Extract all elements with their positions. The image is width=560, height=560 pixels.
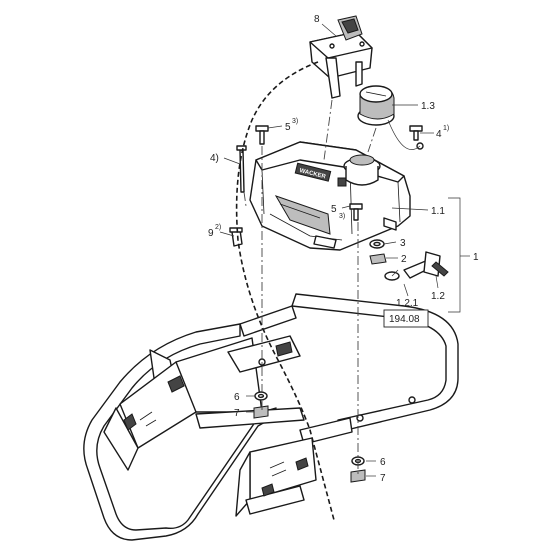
washer-6-left [254, 391, 268, 401]
callout-3: 3 [400, 238, 406, 249]
callout-5-middle-note: 3) [339, 213, 345, 220]
nut-7-right [350, 469, 366, 483]
callout-4-right-note: 1) [443, 125, 449, 132]
nut-2 [369, 253, 387, 265]
projection-lines [243, 99, 377, 476]
callout-1: 1 [473, 252, 479, 263]
screw-5-upper [255, 125, 269, 145]
bolt-9 [229, 227, 243, 247]
reference-box [383, 309, 429, 328]
callout-1-2: 1.2 [431, 291, 445, 302]
callout-5-upper: 5 [285, 122, 291, 133]
washer-3 [369, 239, 385, 249]
callout-6-left: 6 [234, 392, 240, 403]
leader-lines [219, 23, 470, 477]
screw-5-middle [349, 203, 363, 221]
reference-number: 194.08 [389, 314, 420, 325]
callout-6-right: 6 [380, 457, 386, 468]
cap-tether [387, 119, 421, 150]
callout-4-right: 4 [436, 129, 442, 140]
throttle-cable [235, 61, 335, 521]
fuel-lever-assembly [309, 15, 373, 99]
fuel-tank: WACKER [249, 141, 411, 251]
callout-1-3: 1.3 [421, 101, 435, 112]
callout-9: 9 [208, 228, 214, 239]
nut-7-left [253, 405, 269, 419]
fuel-valve [384, 251, 449, 281]
callout-2: 2 [401, 254, 407, 265]
callout-9-note: 2) [215, 224, 221, 231]
callouts: 8 1.3 5 3) 4 1) 4) 5 3) 1.1 9 2) 3 2 1 1… [208, 14, 479, 484]
callout-5-middle: 5 [331, 204, 337, 215]
callout-7-right: 7 [380, 473, 386, 484]
callout-1-2-1: 1.2.1 [396, 298, 419, 309]
callout-5-upper-note: 3) [292, 118, 298, 125]
fuel-cap [357, 85, 395, 126]
screw-4-right [409, 125, 424, 150]
callout-1-1: 1.1 [431, 206, 445, 217]
callout-4-rod: 4) [210, 153, 219, 164]
callout-8: 8 [314, 14, 320, 25]
frame [83, 293, 459, 541]
callout-7-left: 7 [234, 408, 240, 419]
